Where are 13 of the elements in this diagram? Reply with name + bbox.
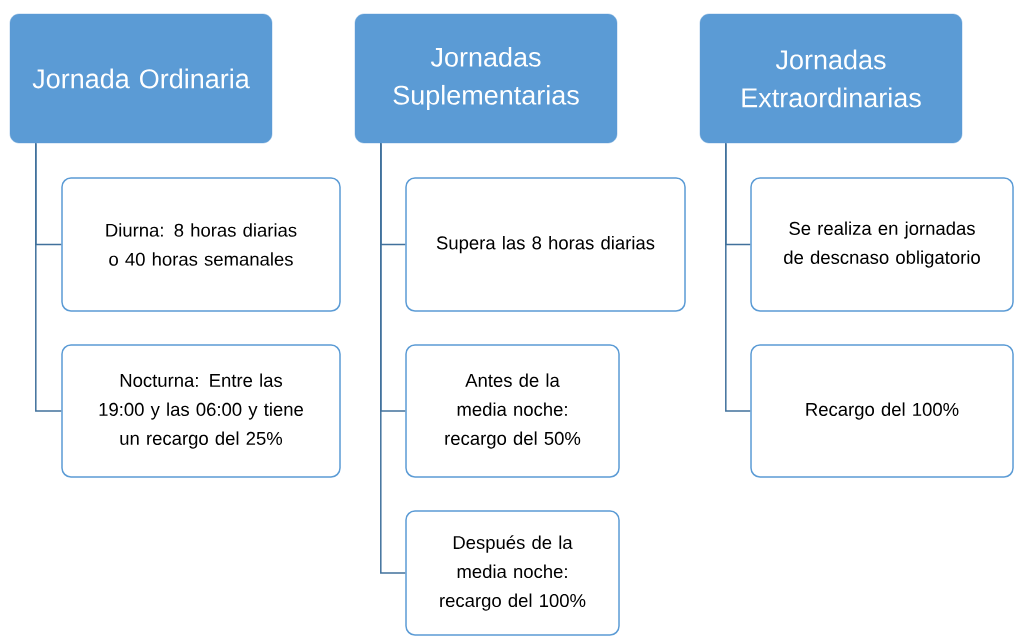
connector-line <box>380 142 406 574</box>
text-box: Antes de la media noche: recargo del 50% <box>405 344 620 478</box>
heading-box: Jornadas Extraordinarias <box>699 13 963 144</box>
text-box: Nocturna: Entre las 19:00 y las 06:00 y tiene un recargo del 25% <box>61 344 341 478</box>
heading-box: Jornada Ordinaria <box>9 13 273 144</box>
text-box: Se realiza en jornadas de descnaso obligatorio <box>750 177 1014 312</box>
text-box: Recargo del 100% <box>750 344 1014 478</box>
heading-box: Jornadas Suplementarias <box>354 13 618 144</box>
text-box: Supera las 8 horas diarias <box>405 177 686 312</box>
text-box: Diurna: 8 horas diarias o 40 horas semanales <box>61 177 341 312</box>
text-box: Después de la media noche: recargo del 100% <box>405 510 620 636</box>
connector-line <box>725 142 751 412</box>
connector-line <box>35 142 62 412</box>
